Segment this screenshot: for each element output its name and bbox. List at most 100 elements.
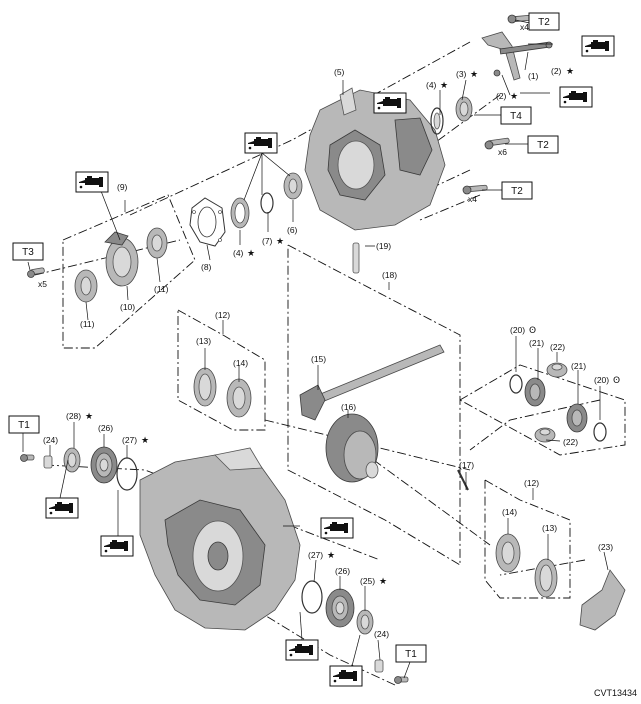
label-part-12-lower: (12)	[524, 478, 539, 488]
label-part-28: (28)	[66, 411, 81, 421]
label-part-17: (17)	[459, 460, 474, 470]
part-labels: (1) (2) ★ (2) ★ (3) ★ (4) ★ (5) (6) (7) …	[43, 66, 620, 639]
gear-part-21-right	[566, 403, 588, 433]
torque-box-t4: T4	[500, 106, 532, 125]
label-part-5: (5)	[334, 67, 345, 77]
label-part-12-upper: (12)	[215, 310, 230, 320]
oil-can-icon	[373, 92, 407, 114]
gasket-part-8	[189, 197, 226, 247]
label-part-27-left: (27)	[122, 435, 137, 445]
star-mark: ★	[85, 412, 93, 422]
transmission-case	[139, 447, 301, 631]
label-part-24-left: (24)	[43, 435, 58, 445]
gear-part-22-bottom	[534, 427, 556, 443]
ring-part-4-upper	[430, 107, 444, 135]
star-mark: ★	[276, 237, 284, 247]
star-mark: ★	[440, 81, 448, 91]
label-part-18: (18)	[382, 270, 397, 280]
replace-mark: ʘ	[529, 326, 536, 336]
label-part-21-right: (21)	[571, 361, 586, 371]
label-part-26-left: (26)	[98, 423, 113, 433]
bolt-t2-mid	[484, 137, 510, 150]
diagram-code: CVT13434	[593, 688, 637, 698]
label-part-4-lower: (4)	[233, 248, 244, 258]
bearing-part-26-left	[90, 446, 118, 484]
star-mark: ★	[327, 551, 335, 561]
bearing-part-26-right	[325, 588, 355, 628]
svg-text:T1: T1	[18, 420, 30, 431]
oil-can-icon	[75, 171, 109, 193]
o-ring-part-27-right	[301, 580, 323, 614]
leader-lines	[22, 19, 609, 679]
svg-text:T2: T2	[537, 140, 549, 151]
star-mark: ★	[566, 67, 574, 77]
pin-part-17	[457, 469, 469, 491]
cover-part-23	[579, 569, 626, 631]
group-box-18	[287, 244, 461, 566]
star-mark: ★	[470, 70, 478, 80]
label-part-2-upper: (2)	[551, 66, 562, 76]
svg-text:T2: T2	[511, 186, 523, 197]
label-part-20-right: (20)	[594, 375, 609, 385]
bolt-t3	[27, 267, 45, 278]
oil-can-icon	[244, 132, 278, 154]
retainer-part-10	[104, 231, 139, 287]
label-part-25: (25)	[360, 576, 375, 586]
seal-part-28	[63, 447, 81, 473]
torque-box-t2-mid: T2	[527, 135, 559, 154]
label-part-21-left: (21)	[529, 338, 544, 348]
group-box-20-22	[459, 364, 626, 456]
label-part-11-right: (11)	[154, 284, 169, 294]
label-part-22-bottom: (22)	[563, 437, 578, 447]
o-ring-part-7	[260, 192, 274, 214]
label-part-27-right: (27)	[308, 550, 323, 560]
group-box-12-upper	[177, 309, 266, 431]
label-part-1: (1)	[528, 71, 539, 81]
qty-x4-top: x4	[520, 22, 529, 32]
converter-case-part-5	[304, 87, 446, 231]
label-part-2-lower: (2)	[496, 91, 507, 101]
svg-text:T4: T4	[510, 111, 522, 122]
bearing-part-14-upper	[226, 378, 252, 418]
star-mark: ★	[247, 249, 255, 259]
torque-box-t1-left: T1	[8, 415, 40, 434]
ring-part-4-lower	[230, 197, 250, 229]
star-mark: ★	[141, 436, 149, 446]
star-mark: ★	[510, 92, 518, 102]
gear-part-21-left	[524, 377, 546, 407]
bolt-t1-right	[394, 676, 409, 684]
oil-can-icon	[559, 86, 593, 108]
race-part-13-upper	[193, 367, 217, 407]
replace-mark: ʘ	[613, 376, 620, 386]
washer-part-20-left	[509, 374, 523, 394]
label-part-7: (7)	[262, 236, 273, 246]
group-box-12-lower	[484, 479, 571, 599]
label-part-19: (19)	[376, 241, 391, 251]
plate-part-24-left	[43, 455, 53, 469]
torque-box-t2-top: T2	[528, 12, 560, 31]
oil-can-icon	[581, 35, 615, 57]
svg-text:T3: T3	[22, 247, 34, 258]
label-part-13-lower: (13)	[542, 523, 557, 533]
bearing-part-14-lower	[495, 533, 521, 573]
label-part-11-left: (11)	[80, 319, 95, 329]
oil-can-icon	[285, 639, 319, 661]
label-part-3: (3)	[456, 69, 467, 79]
label-part-8: (8)	[201, 262, 212, 272]
seal-part-25	[356, 609, 374, 635]
bearing-part-3	[455, 96, 473, 122]
o-ring-part-27-left	[116, 457, 138, 491]
bolt-t1-left	[20, 454, 35, 462]
oil-can-icon	[100, 535, 134, 557]
drive-shaft-part-15	[299, 344, 445, 421]
svg-text:T1: T1	[405, 649, 417, 660]
oil-can-icon	[320, 517, 354, 539]
gear-part-22-top	[546, 362, 568, 378]
oil-can-icon	[329, 665, 363, 687]
bearing-part-11-left	[74, 269, 98, 303]
svg-text:T2: T2	[538, 17, 550, 28]
washer-part-20-right	[593, 422, 607, 442]
label-part-26-right: (26)	[335, 566, 350, 576]
qty-x4-lower: x4	[468, 194, 477, 204]
